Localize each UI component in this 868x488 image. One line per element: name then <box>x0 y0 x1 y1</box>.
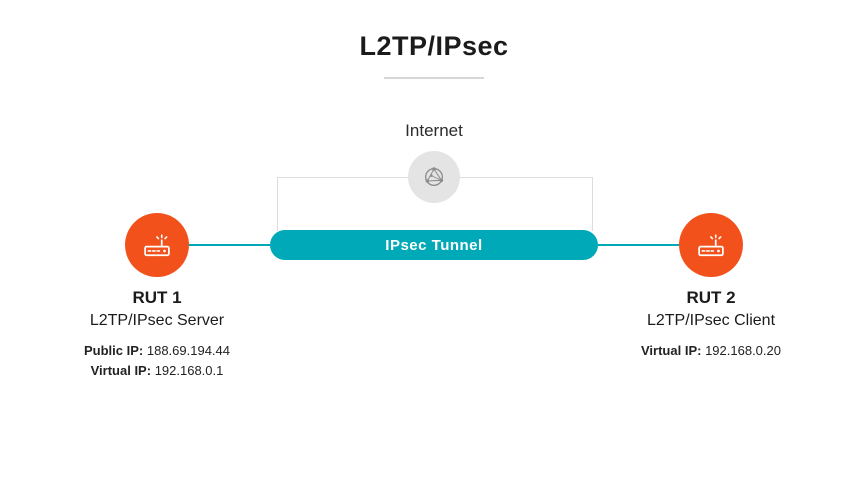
rut1-label-block: RUT 1 L2TP/IPsec Server Public IP: 188.6… <box>17 288 297 381</box>
rut1-virtual-ip: Virtual IP: 192.168.0.1 <box>17 361 297 381</box>
title-divider <box>384 77 484 79</box>
rut2-name: RUT 2 <box>686 288 736 307</box>
rut2-label-block: RUT 2 L2TP/IPsec Client Virtual IP: 192.… <box>571 288 851 361</box>
page-title: L2TP/IPsec <box>359 31 509 61</box>
rut2-virtual-ip: Virtual IP: 192.168.0.20 <box>571 341 851 361</box>
ipsec-tunnel-pill: IPsec Tunnel <box>270 230 598 260</box>
rut2-virtual-ip-label: Virtual IP: <box>641 343 702 358</box>
rut1-public-ip-value: 188.69.194.44 <box>146 343 230 358</box>
rut2-ip-list: Virtual IP: 192.168.0.20 <box>571 341 851 361</box>
internet-label: Internet <box>405 121 463 140</box>
globe-network-icon <box>408 151 460 203</box>
rut1-public-ip: Public IP: 188.69.194.44 <box>17 341 297 361</box>
rut1-ip-list: Public IP: 188.69.194.44 Virtual IP: 192… <box>17 341 297 381</box>
rut2-virtual-ip-value: 192.168.0.20 <box>705 343 781 358</box>
rut1-name: RUT 1 <box>132 288 182 307</box>
router-icon-rut2 <box>679 213 743 277</box>
router-icon-rut1 <box>125 213 189 277</box>
rut1-virtual-ip-value: 192.168.0.1 <box>154 363 224 379</box>
tunnel-link-right <box>596 244 680 246</box>
rut2-role: L2TP/IPsec Client <box>646 312 776 329</box>
rut1-public-ip-label: Public IP: <box>84 343 144 358</box>
rut1-role: L2TP/IPsec Server <box>89 312 225 329</box>
rut1-virtual-ip-label: Virtual IP: <box>90 363 152 379</box>
tunnel-link-left <box>188 244 272 246</box>
